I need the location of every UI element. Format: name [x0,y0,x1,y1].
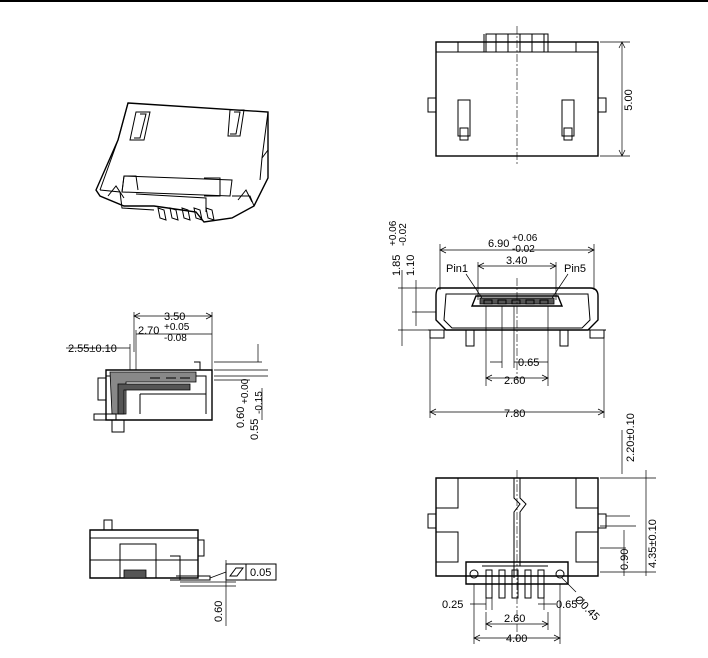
dim-side-0-55-minus: -0.15 [254,391,265,414]
dim-height-1-85-minus: -0.02 [398,223,409,246]
dim-bot-0-90: 0.90 [619,549,631,570]
dim-pin-outer: 2.60 [504,375,525,387]
dim-top-height: 5.00 [623,89,635,110]
dim-side-2-70-plus: +0.05 [164,322,190,333]
dim-side-0-60: 0.60 [235,407,247,428]
dim-side-2-70: 2.70 [138,325,159,337]
dim-bot-2-60: 2.60 [504,613,525,625]
label-pin1: Pin1 [446,263,468,275]
dim-side-0-60-plus: +0.00 [240,378,251,404]
dim-side-2-55: 2.55±0.10 [68,343,117,355]
dim-side-2-70-minus: -0.08 [164,333,187,344]
dim-pin-pitch: 0.65 [518,357,539,369]
top-view: 5.00 [427,26,635,166]
dim-width-tol-minus: -0.02 [512,244,535,255]
dim-height-1-85-plus: +0.06 [388,220,399,246]
dim-bot-2-20: 2.20±0.10 [625,413,637,462]
side-section-view: 3.50 2.70 +0.05 -0.08 2.55±0.10 0.60 +0.… [66,311,268,440]
bottom-view: 2.20±0.10 4.35±0.10 0.90 0.25 0.65 Ø0.45… [427,413,659,645]
dim-bottom-0-60: 0.60 [213,601,225,622]
dim-pin-span: 3.40 [506,255,527,267]
dim-flatness: 0.05 [250,567,271,579]
isometric-view [95,102,269,223]
dim-bot-0-25: 0.25 [442,599,463,611]
dim-width-total: 6.90 [488,238,509,250]
dim-bot-4-00: 4.00 [506,633,527,645]
dim-height-1-85: 1.85 [391,255,403,276]
dim-width-tol-plus: +0.06 [512,233,538,244]
top-border-line [0,0,708,2]
dim-body-width: 7.80 [504,408,525,420]
dim-bot-0-65: 0.65 [556,599,577,611]
dim-side-3-50: 3.50 [164,311,185,323]
dim-bot-4-35: 4.35±0.10 [647,519,659,568]
dim-height-1-10: 1.10 [405,255,417,276]
front-view: 6.90 +0.06 -0.02 3.40 Pin1 Pin5 1.85 +0.… [388,220,606,420]
side-view: 0.05 0.60 [89,519,277,626]
label-pin5: Pin5 [564,263,586,275]
dim-side-0-55: 0.55 [249,419,261,440]
flatness-icon [229,567,244,577]
